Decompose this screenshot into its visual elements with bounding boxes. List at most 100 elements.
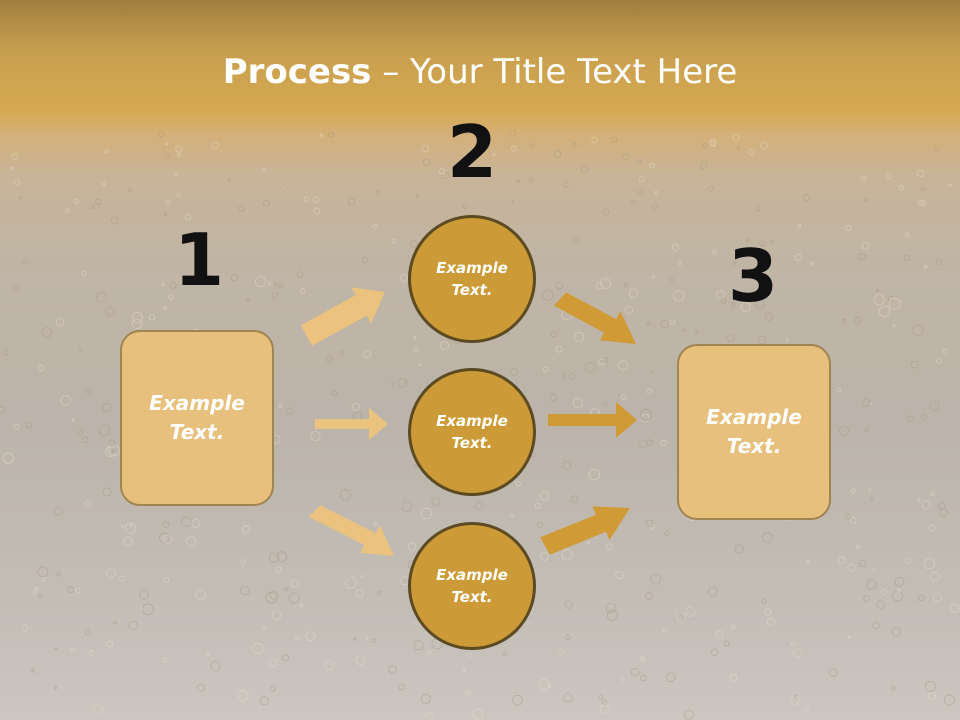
bubble xyxy=(127,188,132,193)
bubble xyxy=(262,168,266,172)
bubble xyxy=(515,481,521,487)
bubble xyxy=(810,261,815,266)
bubble xyxy=(331,390,338,397)
bubble xyxy=(286,407,294,416)
bubble xyxy=(131,311,143,323)
bubble xyxy=(695,330,699,335)
bubble xyxy=(165,142,169,146)
bubble xyxy=(540,491,550,501)
bubble xyxy=(891,685,896,691)
bubble xyxy=(928,524,936,532)
bubble xyxy=(165,152,171,158)
bubble xyxy=(158,532,170,544)
slide-title: Process – Your Title Text Here xyxy=(0,52,960,92)
bubble xyxy=(907,415,914,422)
bubble xyxy=(938,502,946,510)
bubble xyxy=(125,522,137,534)
bubble xyxy=(25,421,32,429)
bubble xyxy=(181,516,192,528)
bubble xyxy=(231,274,239,282)
bubble xyxy=(903,255,910,262)
bubble xyxy=(53,686,58,690)
bubble xyxy=(731,624,736,630)
bubble xyxy=(640,674,647,682)
bubble xyxy=(542,289,554,301)
bubble xyxy=(761,532,773,543)
bubble xyxy=(550,330,558,338)
bubble xyxy=(21,624,29,632)
bubble xyxy=(319,133,324,137)
bubble xyxy=(84,629,91,636)
bubble xyxy=(344,577,357,589)
bubble xyxy=(912,324,924,336)
bubble xyxy=(868,488,872,492)
bubble xyxy=(790,695,800,706)
bubble xyxy=(650,573,662,585)
bubble xyxy=(413,640,424,651)
bubble xyxy=(310,431,321,442)
bubble xyxy=(423,712,435,720)
bubble xyxy=(894,576,905,587)
bubble xyxy=(562,460,572,470)
bubble xyxy=(872,568,876,572)
bubble xyxy=(412,336,417,340)
bubble xyxy=(421,144,430,153)
bubble xyxy=(870,497,874,501)
bubble xyxy=(605,602,617,614)
bubble xyxy=(236,690,249,702)
bubble xyxy=(628,288,639,299)
bubble xyxy=(371,638,377,644)
bubble xyxy=(255,276,267,288)
arrow-left-to-bottom xyxy=(308,505,394,556)
bubble xyxy=(929,400,939,411)
bubble xyxy=(921,500,931,510)
bubble xyxy=(898,184,904,191)
bubble xyxy=(598,695,603,700)
bubble xyxy=(176,192,181,197)
bubble xyxy=(104,149,109,154)
bubble xyxy=(669,277,675,283)
bubble xyxy=(37,566,49,578)
bubble xyxy=(299,603,304,608)
bubble xyxy=(239,585,250,596)
bubble xyxy=(637,159,642,164)
bubble xyxy=(648,162,655,169)
bubble xyxy=(105,307,115,317)
bubble xyxy=(863,594,871,602)
bubble xyxy=(723,640,730,647)
bubble xyxy=(91,205,95,209)
bubble xyxy=(866,579,877,590)
bubble xyxy=(847,635,852,639)
bubble xyxy=(639,440,647,448)
bubble xyxy=(284,181,291,187)
bubble xyxy=(943,694,956,706)
bubble xyxy=(828,668,838,677)
bubble xyxy=(509,130,516,137)
bubble xyxy=(420,507,432,520)
bubble xyxy=(682,328,686,332)
bubble xyxy=(950,603,960,613)
left-box-label: Example Text. xyxy=(149,391,245,444)
step-number-3: 3 xyxy=(727,234,779,318)
bubble xyxy=(163,212,168,217)
circle-bottom: Example Text. xyxy=(408,522,536,650)
bubble xyxy=(324,660,335,671)
bubble xyxy=(904,232,910,238)
bubble xyxy=(573,236,580,243)
bubble xyxy=(355,655,366,666)
bubble xyxy=(467,652,473,658)
bubble xyxy=(259,696,269,706)
bubble xyxy=(281,654,289,662)
bubble xyxy=(269,590,279,600)
bubble xyxy=(74,199,80,205)
bubble xyxy=(427,650,432,655)
bubble xyxy=(492,152,496,156)
bubble xyxy=(615,570,624,579)
bubble xyxy=(148,314,156,321)
bubble xyxy=(708,185,714,192)
bubble xyxy=(602,208,610,216)
bubble xyxy=(709,140,716,147)
bubble xyxy=(0,406,6,414)
bubble xyxy=(365,636,369,641)
